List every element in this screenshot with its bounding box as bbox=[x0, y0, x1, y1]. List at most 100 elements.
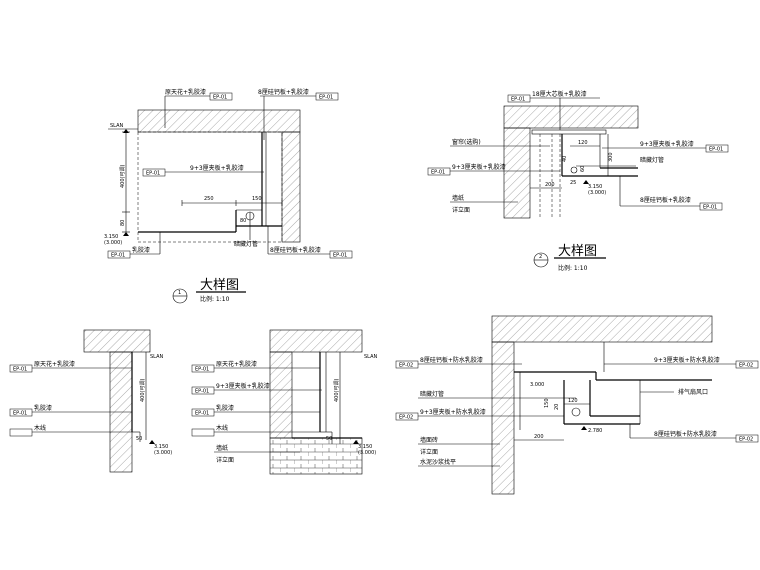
svg-text:EP-01: EP-01 bbox=[319, 95, 333, 101]
dim-25: 25 bbox=[570, 180, 576, 186]
label-andeng: 暗藏灯管 bbox=[640, 156, 664, 164]
detail-5: 3.000 150 20 120 200 2.780 8厘硅钙板+防水乳胶漆 E… bbox=[395, 315, 759, 495]
svg-text:(3.000): (3.000) bbox=[588, 190, 606, 196]
detail-number: 1 bbox=[178, 290, 181, 296]
svg-text:EP-01: EP-01 bbox=[111, 253, 125, 259]
slan-label: SLAN bbox=[110, 123, 123, 129]
detail-title: 大样图 bbox=[200, 278, 239, 293]
label-gaigai-fang: 8厘硅钙板+防水乳胶漆 bbox=[420, 356, 483, 364]
tile-wall bbox=[269, 437, 363, 475]
detail-3: 400(可调) 50 SLAN 3.150 (3.000) 原天花+乳胶漆 EP… bbox=[9, 329, 172, 473]
detail-1: 400(可调) 80 250 150 80 SLAN 3.150 (3.000)… bbox=[104, 88, 353, 304]
elev-bot: (3.000) bbox=[104, 240, 122, 246]
detail-scale: 比例: 1:10 bbox=[200, 295, 230, 303]
label-qiangmianzhuan: 墙面砖 bbox=[420, 436, 438, 444]
label-xiliminan: 详立面 bbox=[420, 448, 438, 456]
label-xiliminan: 详立面 bbox=[216, 456, 234, 464]
tag-ep01: EP-01 bbox=[213, 95, 227, 101]
detail-2: 120 300 40 60 25 200 3.150 (3.000) 18厘大芯… bbox=[427, 90, 729, 272]
label-qiangzhi: 墙纸 bbox=[452, 194, 464, 202]
svg-text:EP-02: EP-02 bbox=[399, 363, 413, 369]
label-yuan-tianhua: 原天花+乳胶漆 bbox=[165, 88, 206, 96]
dim-50: 50 bbox=[136, 436, 142, 442]
label-andeng: 暗藏灯管 bbox=[420, 390, 444, 398]
label-gaigai: 8厘硅钙板+乳胶漆 bbox=[258, 88, 309, 96]
svg-text:3.150: 3.150 bbox=[358, 444, 372, 450]
label-gaigai-fang2: 8厘硅钙板+防水乳胶漆 bbox=[654, 430, 717, 438]
dim-150: 150 bbox=[544, 398, 550, 408]
label-yuan-tianhua: 原天花+乳胶漆 bbox=[216, 360, 257, 368]
dim-400: 400(可调) bbox=[139, 379, 146, 402]
dim-80: 80 bbox=[120, 220, 126, 226]
detail-number: 2 bbox=[539, 254, 542, 260]
label-gaigai2: 8厘硅钙板+乳胶漆 bbox=[270, 246, 321, 254]
label-rujiaoqi: 乳胶漆 bbox=[132, 246, 150, 254]
svg-text:EP-01: EP-01 bbox=[195, 367, 209, 373]
label-yuan-tianhua: 原天花+乳胶漆 bbox=[34, 360, 75, 368]
detail-title: 大样图 bbox=[558, 244, 597, 259]
dim-400: 400(可调) bbox=[119, 165, 126, 188]
svg-text:EP-01: EP-01 bbox=[13, 411, 27, 417]
dim-120: 120 bbox=[568, 398, 578, 404]
detail-scale: 比例: 1:10 bbox=[558, 264, 588, 272]
svg-text:3.150: 3.150 bbox=[588, 184, 602, 190]
svg-text:(3.000): (3.000) bbox=[358, 450, 376, 456]
detail-4: 400(可调) 50 SLAN 3.150 (3.000) 原天花+乳胶漆 EP… bbox=[191, 329, 377, 475]
svg-text:EP-02: EP-02 bbox=[739, 437, 753, 443]
svg-text:50: 50 bbox=[326, 436, 332, 442]
ceiling-slab bbox=[503, 105, 639, 129]
svg-text:EP-01: EP-01 bbox=[511, 97, 525, 103]
svg-text:EP-02: EP-02 bbox=[399, 415, 413, 421]
left-wall bbox=[503, 127, 531, 219]
svg-text:EP-01: EP-01 bbox=[146, 171, 160, 177]
label-shuini: 水泥沙浆找平 bbox=[420, 458, 456, 466]
svg-text:3.150: 3.150 bbox=[154, 444, 168, 450]
wall bbox=[491, 341, 515, 495]
label-gaigai: 8厘硅钙板+乳胶漆 bbox=[640, 196, 691, 204]
svg-text:EP-01: EP-01 bbox=[13, 367, 27, 373]
ceiling-slab bbox=[269, 329, 363, 353]
ceiling-slab bbox=[491, 315, 713, 343]
dim-120: 120 bbox=[578, 140, 588, 146]
label-jiaban: 9+3厘夹板+乳胶漆 bbox=[190, 164, 244, 172]
label-paiqi: 排气扇风口 bbox=[678, 388, 708, 396]
svg-text:EP-01: EP-01 bbox=[703, 205, 717, 211]
label-muxian: 木线 bbox=[34, 424, 46, 432]
svg-text:EP-01: EP-01 bbox=[333, 253, 347, 259]
svg-text:EP-02: EP-02 bbox=[739, 363, 753, 369]
svg-text:EP-01: EP-01 bbox=[195, 411, 209, 417]
label-jiaban-r: 9+3厘夹板+乳胶漆 bbox=[640, 140, 694, 148]
dim-60: 60 bbox=[580, 166, 586, 172]
label-chuanglian: 窗帘(选购) bbox=[452, 138, 481, 146]
dim-20: 20 bbox=[554, 404, 560, 410]
lamp-icon bbox=[570, 166, 578, 174]
label-damu: 18厘大芯板+乳胶漆 bbox=[532, 90, 587, 98]
dim-250: 250 bbox=[204, 196, 214, 202]
svg-text:EP-01: EP-01 bbox=[431, 170, 445, 176]
ceiling-slab bbox=[83, 329, 151, 353]
label-jiaban-r: 9+3厘夹板+防水乳胶漆 bbox=[654, 356, 720, 364]
label-jiaban-l: 9+3厘夹板+乳胶漆 bbox=[452, 163, 506, 171]
dim-300: 300 bbox=[608, 152, 614, 162]
label-rujiaoqi: 乳胶漆 bbox=[216, 404, 234, 412]
svg-text:(3.000): (3.000) bbox=[154, 450, 172, 456]
svg-text:EP-01: EP-01 bbox=[195, 389, 209, 395]
lamp-icon bbox=[571, 407, 581, 417]
label-qiangzhi: 墙纸 bbox=[216, 444, 228, 452]
dim-40: 40 bbox=[562, 156, 568, 162]
svg-text:SLAN: SLAN bbox=[150, 354, 163, 360]
dim-3000: 3.000 bbox=[530, 382, 544, 388]
elev-top: 3.150 bbox=[104, 234, 118, 240]
right-wall bbox=[281, 131, 301, 243]
ceiling-slab bbox=[137, 109, 301, 133]
label-xiliminan: 详立面 bbox=[452, 206, 470, 214]
label-rujiaoqi: 乳胶漆 bbox=[34, 404, 52, 412]
label-jiaban-l: 9+3厘夹板+防水乳胶漆 bbox=[420, 408, 486, 416]
dim-80b: 80 bbox=[240, 218, 246, 224]
dim-150: 150 bbox=[252, 196, 262, 202]
svg-text:400(可调): 400(可调) bbox=[333, 379, 340, 402]
svg-text:SLAN: SLAN bbox=[364, 354, 377, 360]
dim-200: 200 bbox=[545, 182, 555, 188]
label-andeng: 暗藏灯管 bbox=[234, 240, 258, 248]
